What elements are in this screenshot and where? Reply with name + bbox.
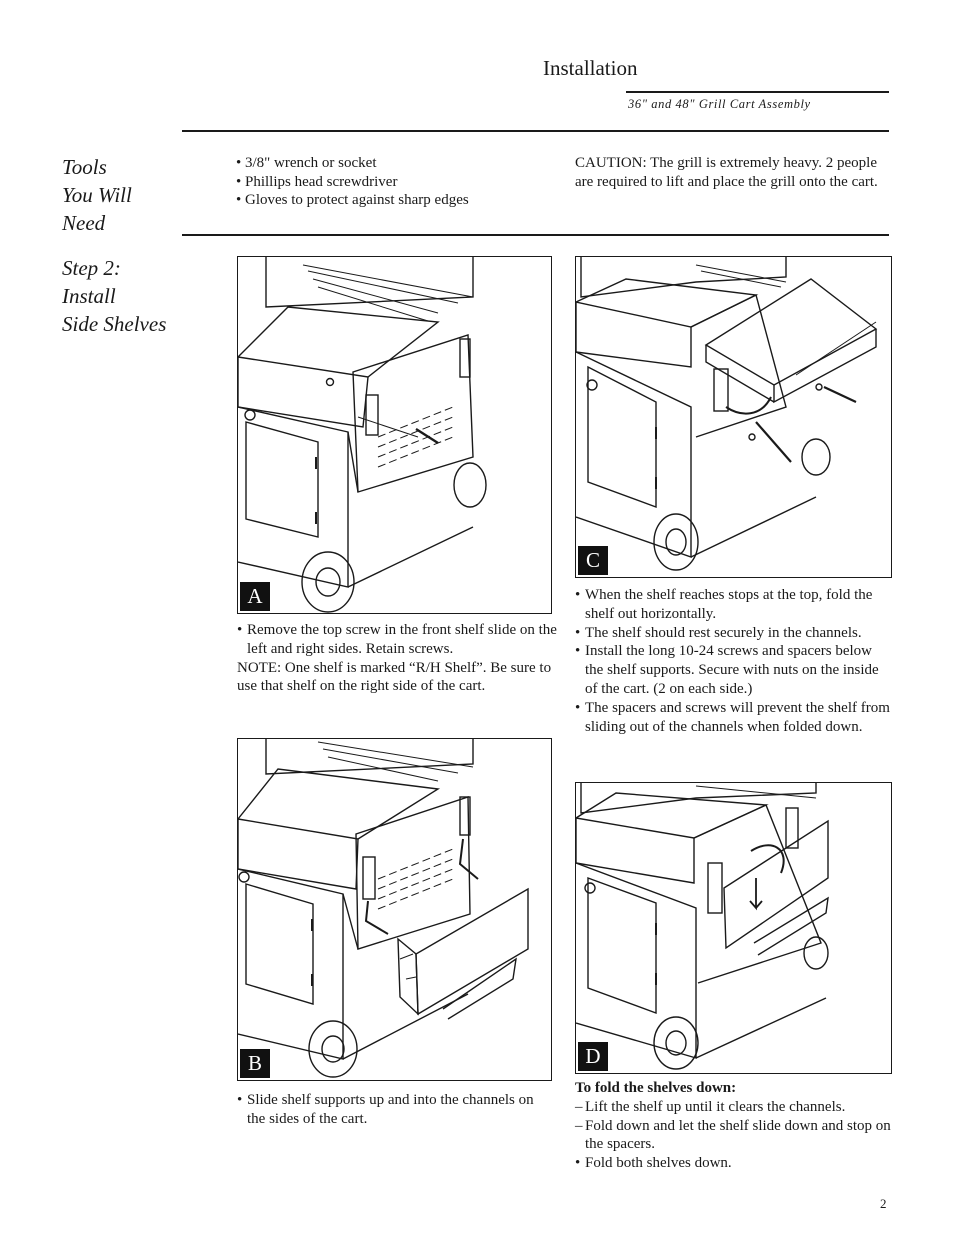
fold-heading: To fold the shelves down:: [575, 1080, 737, 1096]
caption-bullet: The spacers and screws will prevent the …: [575, 699, 893, 737]
cart-illustration: [576, 783, 829, 1070]
fold-step: Fold down and let the shelf slide down a…: [575, 1117, 895, 1155]
caution-text: CAUTION: The grill is extremely heavy. 2…: [575, 155, 878, 190]
section-title: Installation: [543, 56, 638, 80]
step-heading-line: Install: [62, 284, 116, 308]
caption-bullet: Slide shelf supports up and into the cha…: [237, 1091, 547, 1129]
section-subtitle: 36" and 48" Grill Cart Assembly: [628, 97, 811, 111]
caption-note: NOTE: One shelf is marked “R/H Shelf”. B…: [237, 659, 552, 695]
cart-illustration: [238, 257, 487, 613]
tools-list: • 3/8" wrench or socket • Phillips head …: [236, 154, 469, 210]
caption-bullet: The shelf should rest securely in the ch…: [575, 624, 893, 643]
divider-mid: [182, 234, 889, 236]
figure-c-label: C: [578, 546, 608, 575]
figure-a-label: A: [240, 582, 270, 611]
caption-bullet: Fold both shelves down.: [575, 1154, 895, 1173]
tools-heading-line: You Will: [62, 183, 132, 207]
caption-bullet: When the shelf reaches stops at the top,…: [575, 586, 893, 624]
step-heading: Step 2: Install Side Shelves: [62, 254, 166, 338]
figure-b: B: [237, 738, 552, 1081]
cart-illustration: [238, 739, 529, 1078]
tool-item: • Phillips head screwdriver: [236, 173, 398, 190]
figure-c: C: [575, 256, 892, 578]
page-number: 2: [880, 1196, 887, 1211]
figure-a-caption: Remove the top screw in the front shelf …: [237, 621, 557, 696]
caption-bullet: Install the long 10-24 screws and spacer…: [575, 642, 893, 698]
caption-bullet: Remove the top screw in the front shelf …: [237, 621, 557, 659]
tool-item: • 3/8" wrench or socket: [236, 155, 377, 171]
figure-c-caption: When the shelf reaches stops at the top,…: [575, 586, 893, 736]
header-rule: [626, 91, 889, 93]
figure-a: A: [237, 256, 552, 614]
step-heading-line: Step 2:: [62, 256, 121, 280]
tool-item: • Gloves to protect against sharp edges: [236, 192, 469, 208]
figure-d: D: [575, 782, 892, 1074]
figure-d-label: D: [578, 1042, 608, 1071]
figure-b-caption: Slide shelf supports up and into the cha…: [237, 1091, 547, 1129]
cart-illustration: [576, 257, 878, 571]
tools-heading-line: Need: [62, 211, 106, 235]
tools-heading: Tools You Will Need: [62, 153, 132, 237]
figure-d-caption: To fold the shelves down: Lift the shelf…: [575, 1079, 895, 1173]
divider-top: [182, 130, 889, 132]
tools-heading-line: Tools: [62, 155, 107, 179]
fold-step: Lift the shelf up until it clears the ch…: [575, 1098, 895, 1117]
figure-b-label: B: [240, 1049, 270, 1078]
step-heading-line: Side Shelves: [62, 312, 167, 336]
